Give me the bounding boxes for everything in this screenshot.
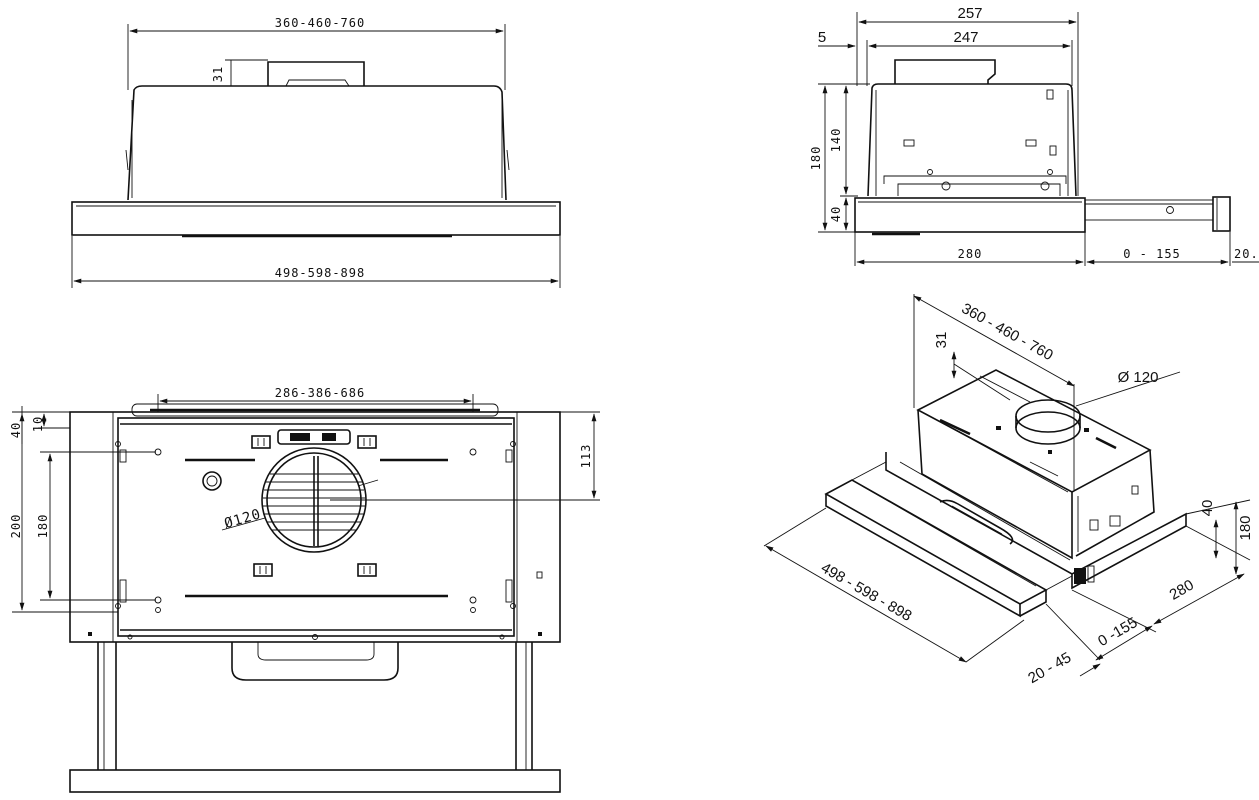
iso-bottom-width-label: 498 - 598 - 898 bbox=[818, 559, 915, 625]
bottom-top-margin-a-label: 40 bbox=[9, 422, 23, 438]
side-hood-body bbox=[867, 83, 1077, 197]
side-handle-depth-label: 20. bbox=[1234, 247, 1259, 261]
front-collar-height-label: 31 bbox=[211, 66, 225, 82]
iso-handle-depth-label: 20 - 45 bbox=[1025, 649, 1074, 687]
bottom-outer-frame bbox=[69, 411, 561, 643]
side-body-height-label: 140 bbox=[829, 128, 843, 153]
control-switch bbox=[277, 429, 351, 445]
side-duct-collar bbox=[894, 59, 996, 84]
bottom-inner-height-label: 180 bbox=[36, 514, 50, 539]
side-slide-rail bbox=[1084, 199, 1214, 221]
front-hood-body bbox=[127, 85, 507, 201]
side-overall-depth-label: 257 bbox=[957, 5, 982, 22]
front-duct-collar bbox=[267, 61, 365, 86]
iso-view: 360 - 460 - 760 31 Ø 120 40 180 280 0 -1… bbox=[763, 294, 1254, 687]
bottom-view: 286-386-686 40 10 200 180 113 Ø120 bbox=[9, 386, 600, 793]
bottom-outer-height-label: 200 bbox=[9, 514, 23, 539]
iso-duct-diameter-label: Ø 120 bbox=[1118, 369, 1159, 386]
side-view: 257 247 5 180 140 40 280 0 - 155 20. bbox=[809, 5, 1259, 266]
fan-outlet bbox=[261, 447, 379, 553]
iso-front-height-label: 40 bbox=[1199, 500, 1216, 517]
bottom-top-margin-b-label: 10 bbox=[31, 416, 45, 432]
bottom-duct-diameter-label: Ø120 bbox=[223, 506, 264, 532]
control-knob bbox=[202, 471, 222, 491]
side-front-height-label: 40 bbox=[829, 206, 843, 222]
bottom-drawer bbox=[97, 642, 533, 770]
front-view: 360-460-760 31 498-598-898 bbox=[71, 16, 561, 288]
side-base-plate bbox=[854, 197, 1086, 233]
filter-clips bbox=[251, 435, 377, 577]
bottom-centre-offset-label: 113 bbox=[579, 444, 593, 469]
front-base-plate bbox=[71, 201, 561, 236]
front-top-width-label: 360-460-760 bbox=[275, 16, 365, 30]
side-offset-label: 5 bbox=[818, 29, 826, 46]
iso-total-height-label: 180 bbox=[1237, 515, 1254, 540]
bottom-hole-spacing-label: 286-386-686 bbox=[275, 386, 365, 400]
side-base-depth-label: 280 bbox=[958, 247, 983, 261]
front-bottom-width-label: 498-598-898 bbox=[275, 266, 365, 280]
side-front-handle bbox=[1212, 196, 1231, 232]
bottom-inner-panel bbox=[117, 417, 515, 637]
iso-slide-range-label: 0 -155 bbox=[1095, 614, 1140, 650]
side-total-height-label: 180 bbox=[809, 146, 823, 171]
bottom-front-panel bbox=[69, 769, 561, 793]
side-slide-range-label: 0 - 155 bbox=[1123, 247, 1181, 261]
bottom-drawer-handle bbox=[231, 642, 399, 681]
iso-collar-height-label: 31 bbox=[933, 332, 950, 349]
iso-depth-label: 280 bbox=[1167, 576, 1197, 603]
side-inner-depth-label: 247 bbox=[953, 29, 978, 46]
iso-top-width-label: 360 - 460 - 760 bbox=[959, 300, 1056, 364]
